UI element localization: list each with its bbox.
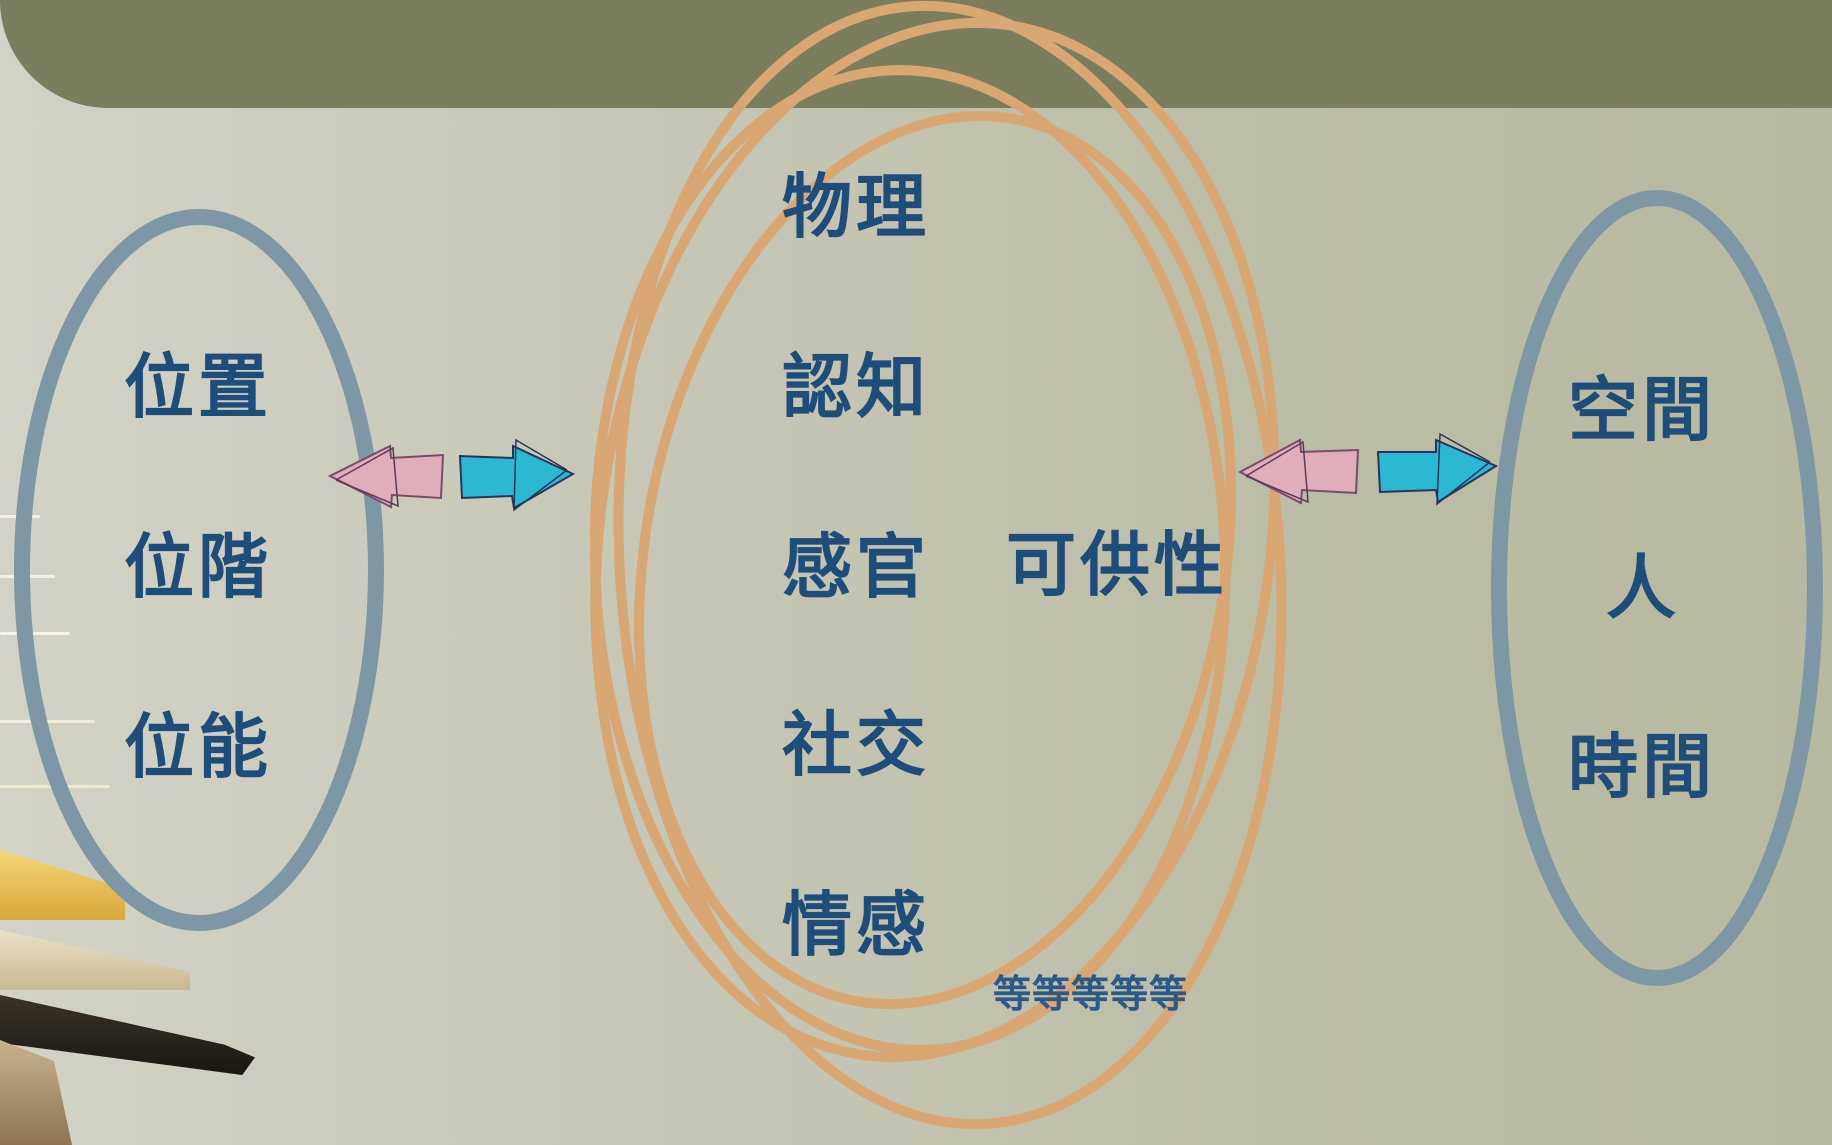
center-ellipse-group	[589, 0, 1287, 1130]
etc-footnote: 等等等等等	[993, 972, 1189, 1016]
right-item-person: 人	[1606, 547, 1680, 629]
center-item-cognitive: 認知	[782, 346, 930, 428]
center-item-emotional: 情感	[782, 884, 930, 966]
center-item-sensory: 感官	[782, 526, 930, 608]
center-ellipse	[613, 0, 1287, 1130]
arrow-right-sketch	[1436, 432, 1491, 506]
header-band	[0, 0, 1832, 108]
center-ellipse	[633, 110, 1237, 1010]
arrow-left-icon	[1237, 438, 1360, 505]
affordance-label: 可供性	[1006, 524, 1228, 606]
arrow-right-icon	[458, 444, 576, 510]
arrow-right-sketch	[513, 438, 568, 512]
center-ellipse	[590, 17, 1280, 1063]
left-ellipse	[14, 209, 384, 931]
arrow-left-icon	[327, 444, 445, 509]
left-item-potential: 位能	[124, 706, 272, 788]
right-ellipse	[1491, 190, 1823, 986]
arrow-left-sketch	[335, 446, 399, 508]
center-item-social: 社交	[782, 704, 930, 786]
left-item-position: 位置	[124, 346, 272, 428]
right-item-space: 空間	[1568, 369, 1716, 451]
right-item-time: 時間	[1568, 726, 1716, 808]
left-double-arrow	[327, 438, 576, 512]
arrow-left-sketch	[1245, 440, 1309, 504]
left-item-rank: 位階	[124, 526, 272, 608]
right-double-arrow	[1237, 432, 1499, 506]
center-item-physical: 物理	[782, 166, 930, 248]
